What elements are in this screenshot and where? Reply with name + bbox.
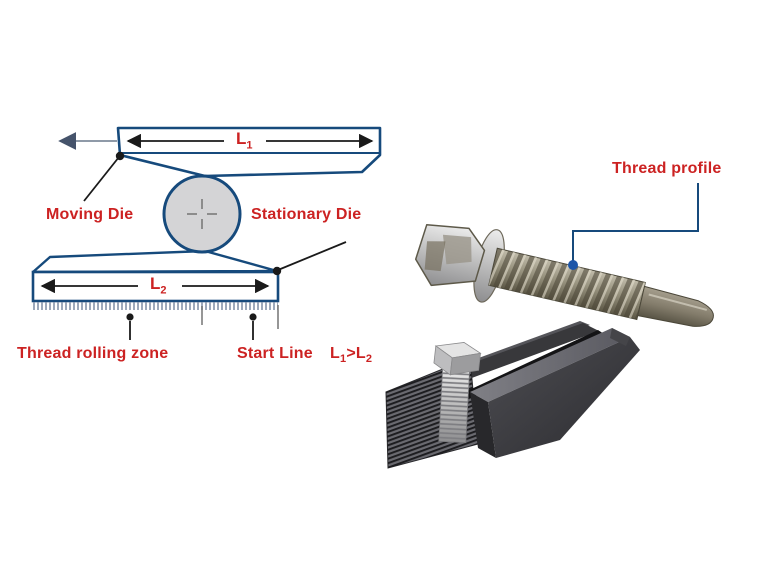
thread-rolling-schematic [31, 126, 382, 340]
thread-profile-label: Thread profile [612, 160, 722, 177]
stationary-die-label: Stationary Die [251, 206, 362, 223]
die-serration [33, 302, 278, 310]
thread-rolling-zone-pointer [126, 313, 134, 340]
workpiece-bolt [433, 342, 482, 444]
thread-profile-marker-dot [568, 260, 578, 270]
front-die [470, 328, 640, 458]
stationary-die-leader-dot [272, 266, 282, 276]
start-line-pointer [249, 313, 257, 340]
workpiece-blank [162, 174, 242, 254]
l1-greater-l2-label: L1>L2 [330, 345, 373, 366]
thread-rolling-zone-label: Thread rolling zone [17, 345, 169, 362]
dies-photo [385, 321, 640, 469]
dimension-label-l1: L1 [236, 129, 253, 152]
stationary-die-leader [272, 241, 347, 276]
moving-die-leader [83, 151, 125, 202]
start-line-label: Start Line [237, 345, 313, 362]
moving-die-label: Moving Die [46, 206, 134, 223]
center-mark-icon [187, 199, 217, 229]
moving-die-leader-dot [115, 151, 125, 161]
bolt-photo [414, 183, 714, 327]
dimension-label-l2: L2 [150, 274, 167, 297]
thread-profile-leader [568, 183, 699, 270]
